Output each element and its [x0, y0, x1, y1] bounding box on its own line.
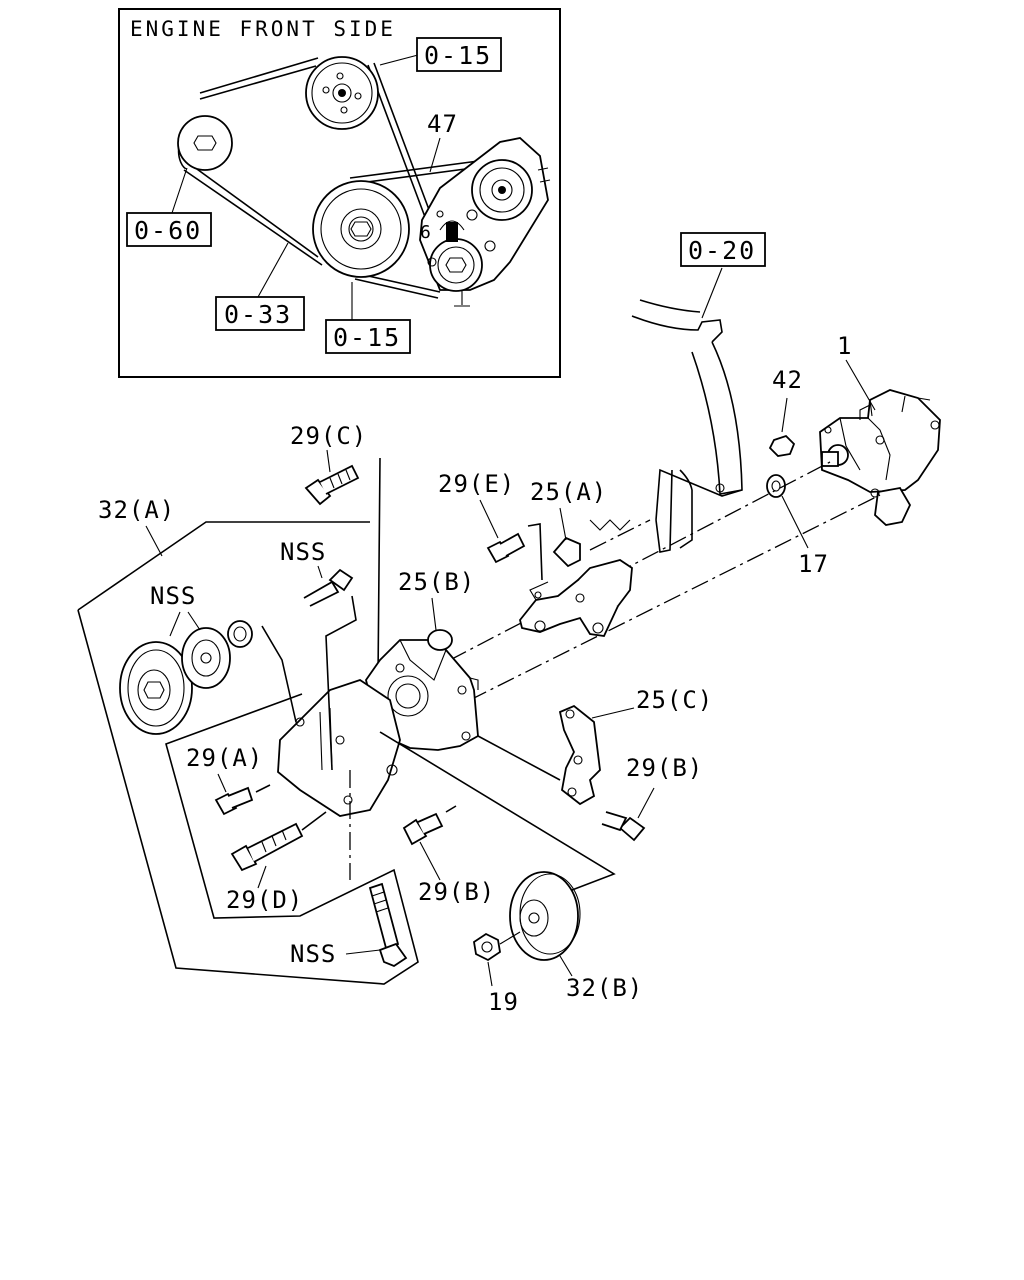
- engine-housing: 0-20: [631, 232, 766, 553]
- label-29b-right: 29(B): [626, 754, 703, 782]
- label-6: 6: [420, 222, 432, 243]
- label-29d: 29(D): [226, 886, 303, 914]
- label-29c: 29(C): [290, 422, 367, 450]
- idler-pulley: [177, 115, 233, 171]
- label-29b-lower: 29(B): [418, 878, 495, 906]
- label-25b: 25(B): [398, 568, 475, 596]
- bolt-29d: 29(D): [226, 811, 327, 914]
- label-1: 1: [837, 332, 852, 360]
- bolt-29c: 29(C): [290, 422, 397, 689]
- bolt-nss-lower: NSS: [290, 882, 408, 968]
- rear-bracket-plate: [277, 679, 401, 880]
- tensioner-assembly: [419, 137, 551, 307]
- label-47: 47: [427, 110, 458, 138]
- label-25c: 25(C): [636, 686, 713, 714]
- engine-front-inset: ENGINE FRONT SIDE: [118, 8, 561, 378]
- bracket-25a: 25(A): [519, 478, 633, 637]
- inset-callouts: 0-15 0-60 0-33 0-15 47 6: [126, 37, 502, 354]
- label-nss-pulley: NSS: [150, 582, 196, 610]
- label-29a: 29(A): [186, 744, 263, 772]
- label-nss-upper: NSS: [280, 538, 326, 566]
- bracket-25c: 25(C): [477, 686, 713, 806]
- assembly-axes: [449, 461, 881, 701]
- label-32b: 32(B): [566, 974, 643, 1002]
- label-19: 19: [488, 988, 519, 1016]
- ref-0-15-top: 0-15: [424, 41, 492, 70]
- label-17: 17: [798, 550, 829, 578]
- crank-pulley-top: [305, 56, 379, 130]
- bolt-29b-lower: 29(B): [402, 805, 495, 906]
- label-32a: 32(A): [98, 496, 175, 524]
- power-steering-pump: 1: [819, 332, 941, 526]
- ref-0-20: 0-20: [688, 236, 756, 265]
- inset-title: ENGINE FRONT SIDE: [130, 17, 396, 41]
- bolt-29b-right: 29(B): [601, 754, 703, 842]
- pulley-32b: 32(B): [379, 731, 643, 1002]
- nut-19: 19: [473, 931, 521, 1016]
- ref-0-33: 0-33: [224, 300, 292, 329]
- bolt-nss-upper: NSS: [280, 538, 357, 771]
- pulley-32a: 32(A) NSS: [77, 496, 419, 985]
- label-42: 42: [772, 366, 803, 394]
- nut-42: 42: [768, 366, 803, 457]
- ref-0-60: 0-60: [134, 216, 202, 245]
- bolt-29e: 29(E): [438, 470, 543, 581]
- label-nss-lower: NSS: [290, 940, 336, 968]
- label-29e: 29(E): [438, 470, 515, 498]
- washer-17: 17: [766, 474, 829, 578]
- main-pulley: [312, 180, 410, 278]
- bolt-29a: 29(A): [186, 744, 271, 816]
- label-25a: 25(A): [530, 478, 607, 506]
- ref-0-15-bottom: 0-15: [333, 323, 401, 352]
